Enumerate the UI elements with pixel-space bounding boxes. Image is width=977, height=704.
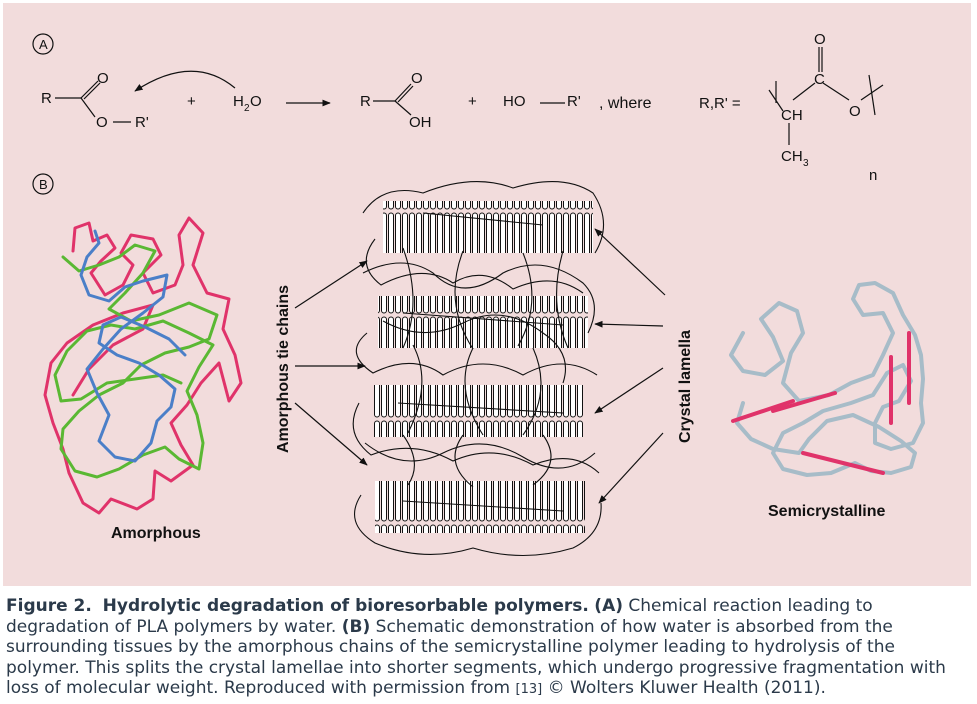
amorphous-chain-blue (79, 229, 187, 463)
caption-copyright: © Wolters Kluwer Health (2011). (547, 678, 826, 698)
pla-c: C (814, 71, 825, 88)
ester-r: R (41, 90, 52, 107)
caption-title: Hydrolytic degradation of bioresorbable … (102, 596, 589, 616)
amorphous-chain-red (43, 216, 243, 515)
acid-oh: OH (409, 114, 432, 131)
tie-chains (352, 181, 605, 556)
ester-o-top: O (97, 70, 109, 87)
plus-1: + (187, 93, 196, 110)
crystal-segments (731, 331, 911, 475)
ester-o: O (96, 114, 108, 131)
pla-ch3: CH (781, 148, 803, 165)
pla-n: n (869, 167, 877, 184)
crystal-lamella-label: Crystal lamella (677, 330, 694, 443)
panel-b-label: B (39, 177, 48, 192)
amorphous-tangle (43, 216, 243, 515)
water-o: O (250, 93, 262, 110)
figure-drawing: A R O O R' + H 2 O R O OH + HO R' , wher… (32, 31, 925, 556)
pla-o: O (849, 103, 861, 120)
caption-b-text: Schematic demonstration of how water is … (6, 616, 946, 699)
lamella-4 (375, 481, 585, 533)
alcohol-r-prime: R' (567, 93, 581, 110)
pla-ch3-sub: 3 (803, 158, 809, 169)
amorphous-chain-green (53, 243, 219, 479)
where-text: , where (599, 95, 652, 112)
pla-ch: CH (781, 107, 803, 124)
semicrystalline-chain (729, 281, 925, 477)
lamella-1 (383, 201, 593, 253)
panel-a-badge (32, 33, 54, 55)
figure-panel: A R O O R' + H 2 O R O OH + HO R' , wher… (3, 3, 971, 586)
water-h: H (233, 93, 244, 110)
plus-2: + (468, 93, 477, 110)
caption-reference[interactable]: [13] (515, 682, 543, 697)
water-2: 2 (244, 103, 250, 114)
acid-o-top: O (411, 70, 423, 87)
caption-b-marker: (B) (341, 616, 371, 637)
amorphous-label: Amorphous (111, 525, 201, 542)
rr-equals: R,R' = (699, 95, 741, 112)
panel-a-label: A (39, 37, 48, 52)
caption-a-text: Chemical reaction leading to degradation… (6, 596, 873, 637)
lamella-3 (373, 385, 583, 437)
semicrystalline-label: Semicrystalline (768, 503, 886, 520)
alcohol-ho: HO (503, 93, 526, 110)
panel-a-text: A R O O R' + H 2 O R O OH + HO R' , wher… (39, 31, 877, 184)
pointer-arrows (294, 228, 666, 504)
tie-chains-label: Amorphous tie chains (275, 285, 292, 453)
figure-caption: Figure 2. Hydrolytic degradation of bior… (6, 596, 968, 701)
panel-a (32, 33, 884, 145)
caption-figure-number: Figure 2. (6, 596, 92, 616)
caption-a-marker: (A) (594, 596, 623, 616)
panel-b-badge (32, 173, 54, 195)
acid-r: R (360, 93, 371, 110)
ester-r-prime: R' (135, 114, 149, 131)
semicrystalline-structure (352, 181, 605, 556)
pla-o-top: O (814, 31, 826, 48)
